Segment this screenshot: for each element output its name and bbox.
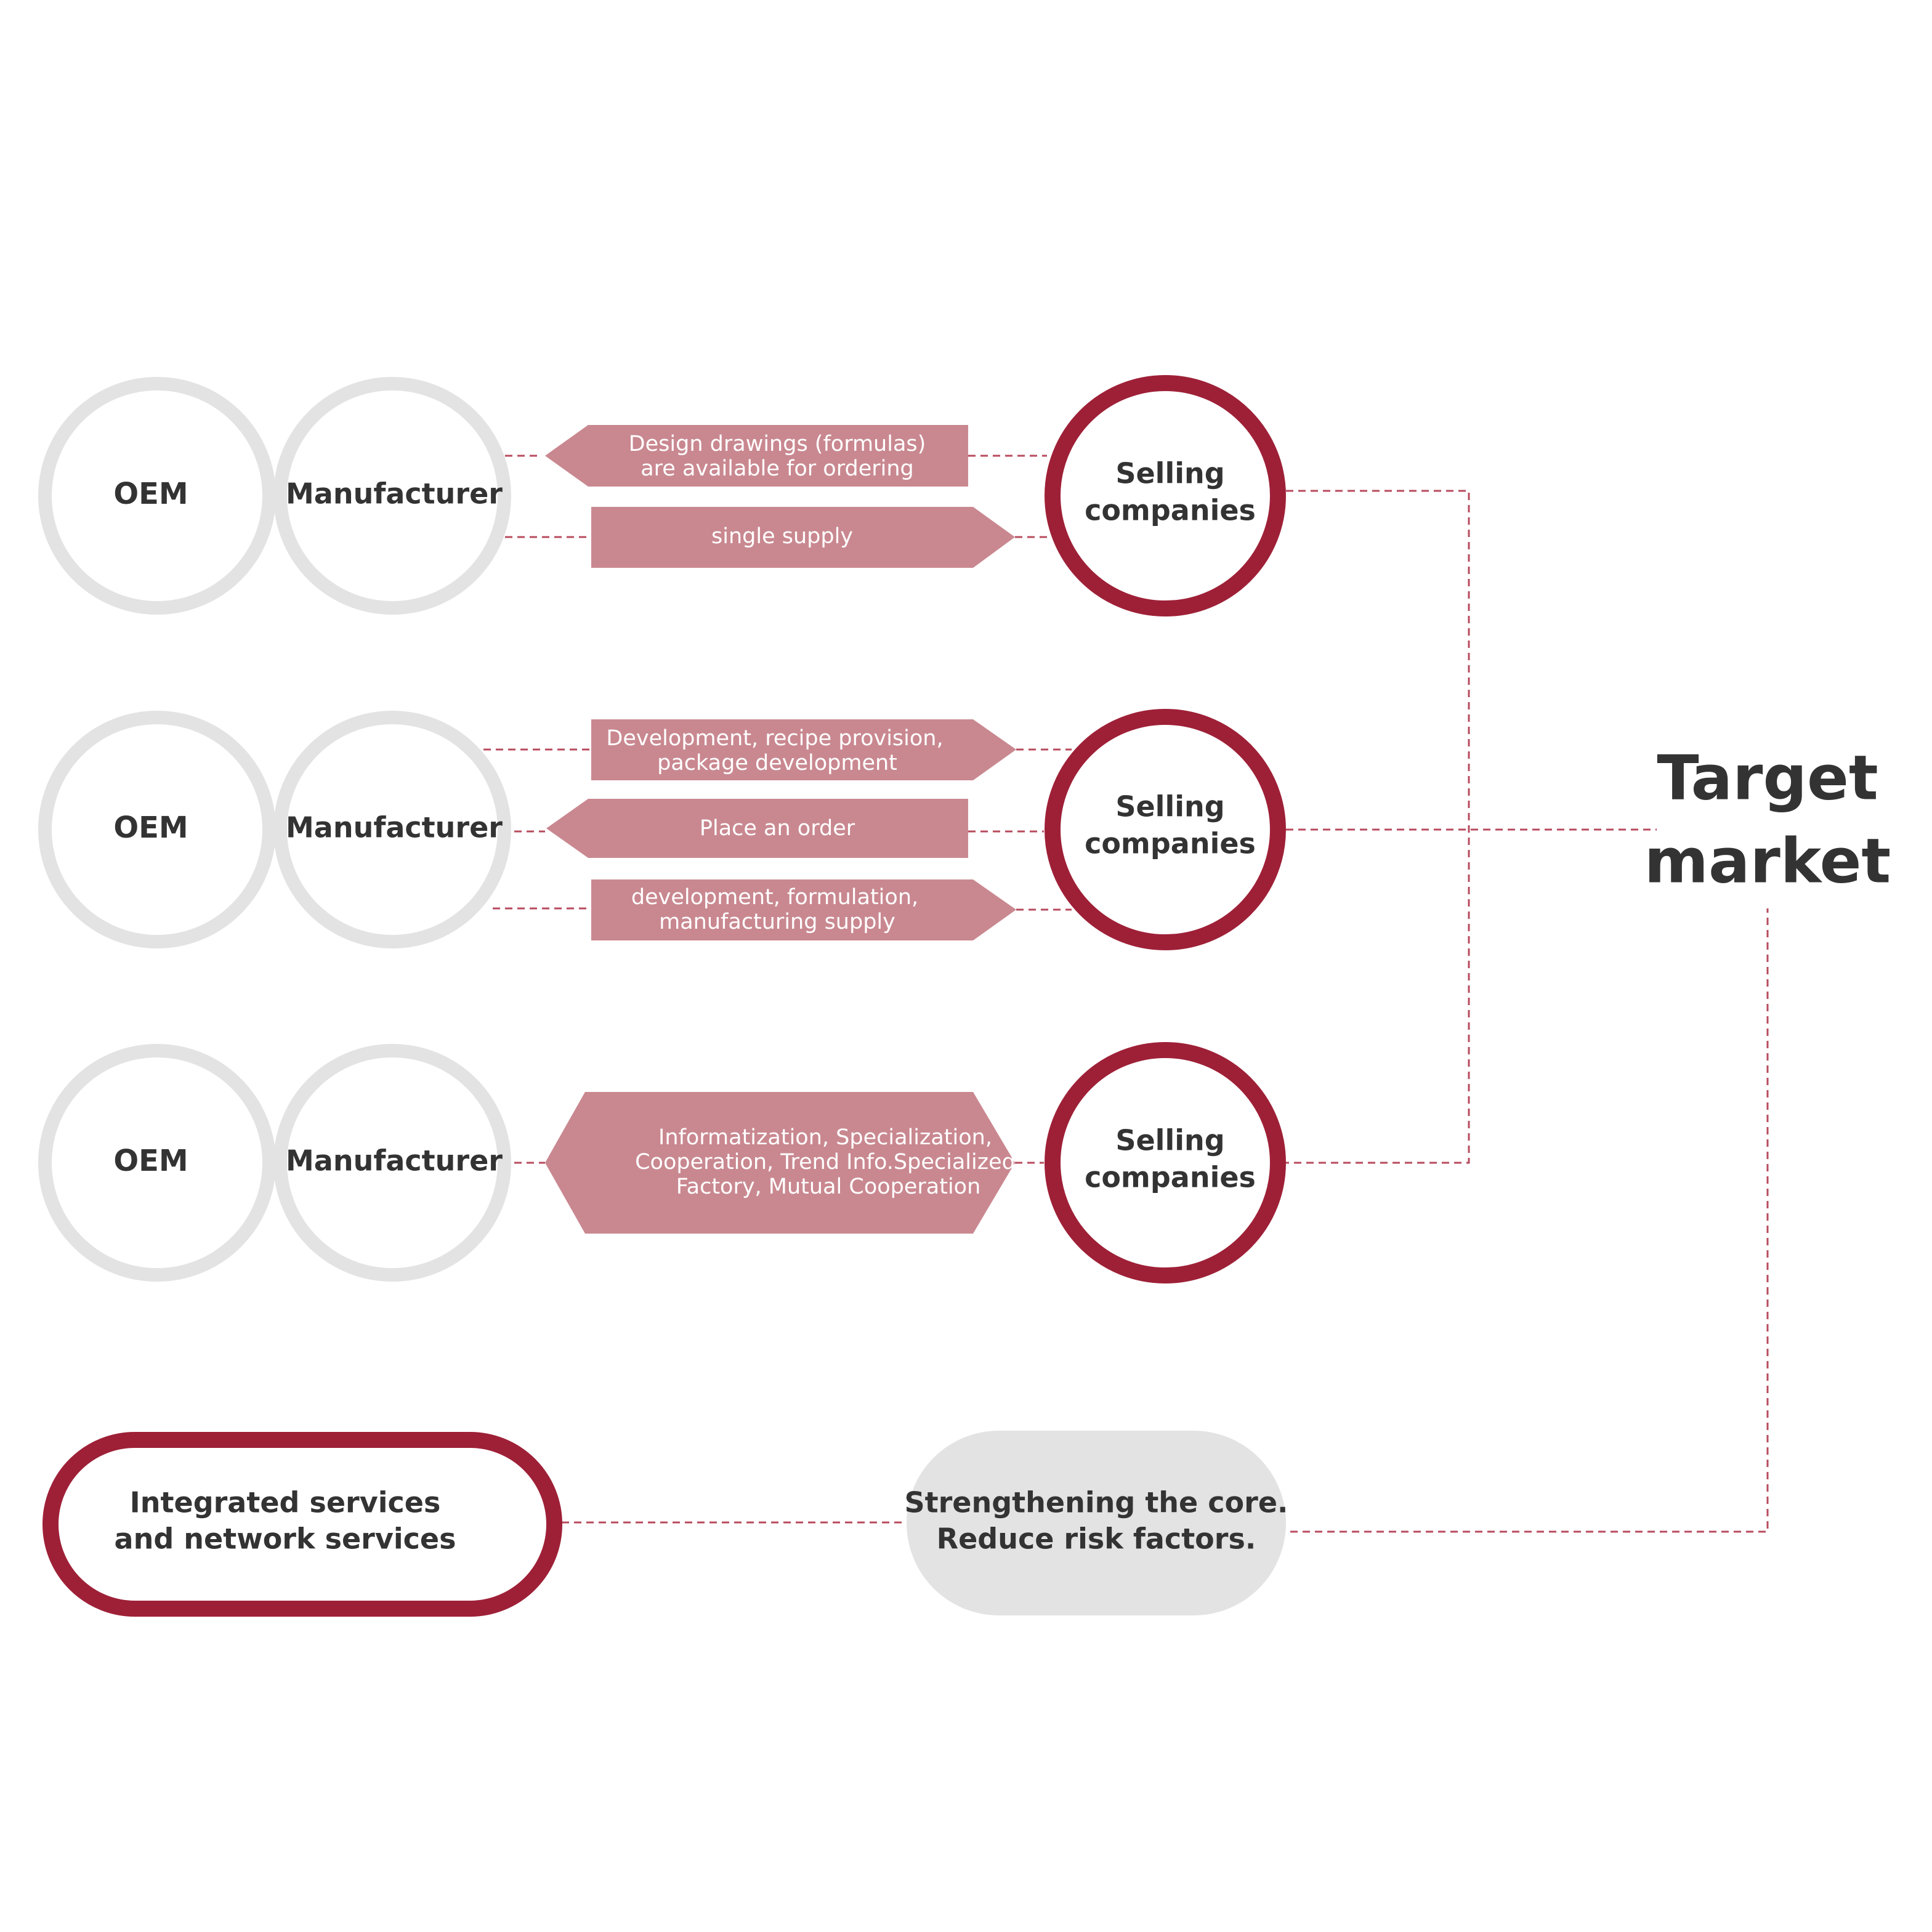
oem-label: OEM bbox=[113, 477, 188, 511]
arrow-label-line: Cooperation, Trend Info.Specialized bbox=[635, 1150, 1016, 1174]
selling-label-line: companies bbox=[1085, 1161, 1256, 1194]
connector-selling-bracket bbox=[1286, 490, 1470, 1164]
arrow-label-line: are available for ordering bbox=[641, 456, 914, 481]
oem-label: OEM bbox=[113, 810, 188, 845]
selling-label-line: Selling bbox=[1115, 790, 1224, 823]
arrow-label-line: Informatization, Specialization, bbox=[658, 1125, 992, 1150]
bottom-row: Integrated services and network services… bbox=[42, 1431, 1288, 1617]
connector-target-to-strengthening bbox=[1286, 905, 1769, 1533]
oem-circle bbox=[38, 377, 276, 615]
arrow-label-line: Development, recipe provision, bbox=[606, 726, 943, 751]
row-1: OEM Manufacturer Design drawings (formul… bbox=[38, 375, 1286, 616]
arrow-label-line: Place an order bbox=[700, 816, 855, 841]
selling-label-line: Selling bbox=[1115, 457, 1224, 490]
connectors bbox=[483, 455, 1769, 1533]
manufacturer-circle bbox=[273, 711, 511, 948]
arrow-label-line: Design drawings (formulas) bbox=[629, 432, 926, 456]
selling-label-line: Selling bbox=[1115, 1124, 1224, 1157]
manufacturer-circle bbox=[273, 1044, 511, 1282]
selling-companies-circle bbox=[1045, 1042, 1286, 1283]
selling-label-line: companies bbox=[1085, 827, 1256, 860]
integrated-label-line: Integrated services bbox=[130, 1486, 441, 1519]
arrow-left-order-drawings bbox=[545, 425, 968, 487]
row-3: OEM Manufacturer Informatization, Specia… bbox=[38, 1042, 1286, 1283]
manufacturer-label: Manufacturer bbox=[286, 477, 503, 511]
strengthening-pill bbox=[907, 1431, 1286, 1615]
target-market-line: market bbox=[1644, 825, 1891, 897]
arrow-label-line: package development bbox=[657, 751, 897, 775]
oem-circle bbox=[38, 711, 276, 948]
arrow-right-development-recipe bbox=[591, 719, 1016, 780]
selling-companies-circle bbox=[1045, 709, 1286, 950]
arrow-label-line: development, formulation, bbox=[631, 885, 918, 910]
arrow-both-cooperation bbox=[545, 1092, 1015, 1234]
manufacturer-label: Manufacturer bbox=[286, 1144, 503, 1178]
arrow-left-place-order bbox=[546, 799, 968, 858]
oem-label: OEM bbox=[113, 1144, 188, 1178]
target-market-line: Target bbox=[1657, 742, 1878, 814]
manufacturer-label: Manufacturer bbox=[286, 811, 503, 844]
selling-companies-circle bbox=[1045, 375, 1286, 616]
arrow-right-single-supply bbox=[591, 507, 1015, 568]
strengthening-label-line: Strengthening the core. bbox=[905, 1486, 1288, 1519]
integrated-label-line: and network services bbox=[115, 1522, 456, 1556]
target-market: Target market bbox=[1644, 736, 1891, 908]
oem-circle bbox=[38, 1044, 276, 1282]
arrow-label-line: single supply bbox=[711, 524, 853, 549]
arrow-label-line: Factory, Mutual Cooperation bbox=[676, 1174, 981, 1199]
arrow-label-line: manufacturing supply bbox=[659, 910, 895, 934]
selling-label-line: companies bbox=[1085, 494, 1256, 527]
arrow-right-manufacturing-supply bbox=[591, 879, 1016, 940]
target-market-backdrop bbox=[1657, 736, 1885, 908]
row-2: OEM Manufacturer Development, recipe pro… bbox=[38, 709, 1286, 950]
integrated-services-pill bbox=[42, 1432, 562, 1617]
manufacturer-circle bbox=[273, 377, 511, 615]
strengthening-label-line: Reduce risk factors. bbox=[937, 1522, 1256, 1556]
